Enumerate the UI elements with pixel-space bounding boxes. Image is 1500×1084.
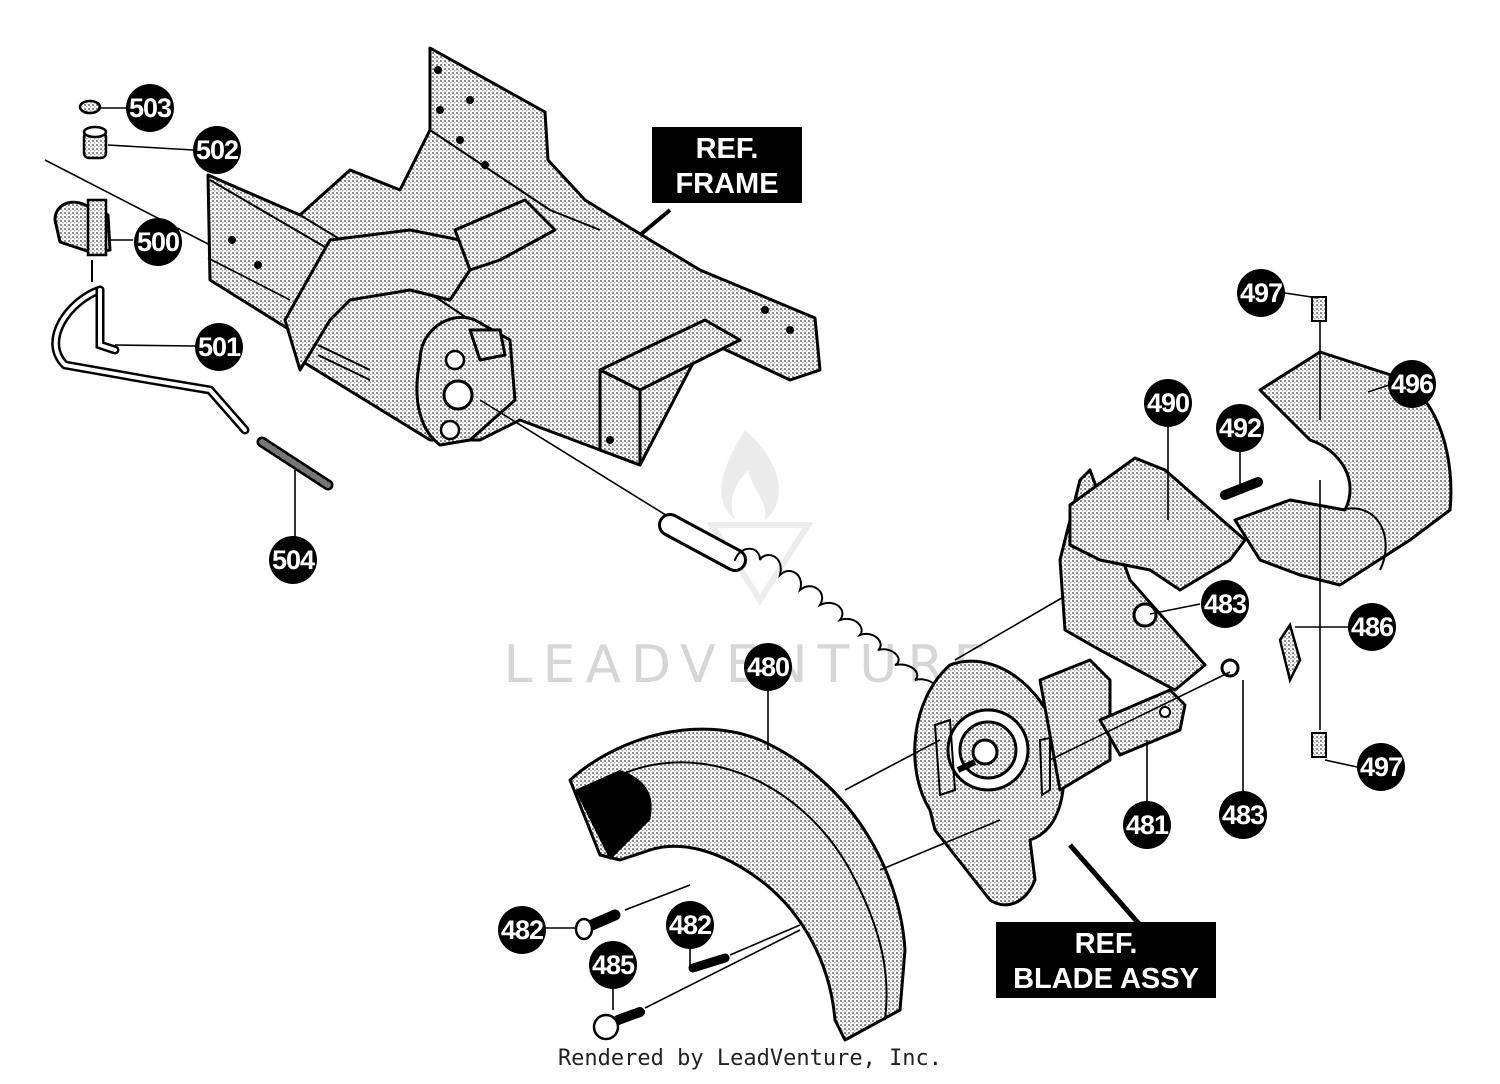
callout-482-left-label: 482: [501, 915, 543, 945]
callout-480: 480: [744, 643, 792, 691]
cover-parts: [1068, 296, 1453, 758]
callout-482-left: 482: [498, 906, 546, 954]
callout-490-label: 490: [1147, 388, 1189, 418]
callout-486: 486: [1348, 603, 1396, 651]
ref-blade-line2: BLADE ASSY: [1013, 963, 1199, 995]
callout-480-label: 480: [747, 652, 789, 682]
callout-483-lower: 483: [1219, 791, 1267, 839]
watermark-flame-icon: [706, 430, 814, 606]
callout-492-label: 492: [1219, 413, 1261, 443]
blade-guard-part: [568, 727, 1001, 1042]
callout-485-label: 485: [592, 950, 635, 980]
callout-497-top-label: 497: [1240, 278, 1282, 308]
ref-frame-part: [206, 46, 822, 531]
callout-496: 496: [1388, 360, 1436, 408]
ref-frame-line2: FRAME: [675, 168, 778, 200]
callout-500-label: 500: [137, 227, 179, 257]
callout-502-label: 502: [196, 135, 238, 165]
screws: [574, 884, 801, 1041]
callout-502: 502: [193, 126, 241, 174]
callout-503: 503: [126, 84, 174, 132]
ref-frame-label: REF. FRAME: [652, 127, 802, 203]
callout-504-label: 504: [272, 545, 315, 575]
callout-483-upper: 483: [1201, 580, 1249, 628]
leader-lines: [98, 107, 1393, 1010]
callout-496-label: 496: [1391, 369, 1434, 399]
spring-rod: [658, 513, 1111, 711]
callout-490: 490: [1144, 379, 1192, 427]
footer-credit: Rendered by LeadVenture, Inc.: [557, 1046, 943, 1071]
callout-497-bottom: 497: [1357, 743, 1405, 791]
callout-482-right: 482: [666, 901, 714, 949]
callout-483-upper-label: 483: [1204, 589, 1247, 619]
callout-500: 500: [134, 218, 182, 266]
callout-497-top: 497: [1237, 269, 1285, 317]
callout-497-bottom-label: 497: [1360, 752, 1402, 782]
ref-blade-label: REF. BLADE ASSY: [996, 922, 1216, 998]
callout-501-label: 501: [198, 332, 241, 362]
callout-501: 501: [195, 323, 243, 371]
lock-pin-assembly: [44, 99, 334, 491]
callout-481-label: 481: [1126, 810, 1169, 840]
callout-481: 481: [1123, 801, 1171, 849]
callout-504: 504: [269, 536, 317, 584]
ref-blade-line1: REF.: [1075, 928, 1138, 960]
callout-486-label: 486: [1351, 612, 1394, 642]
callout-483-lower-label: 483: [1222, 800, 1265, 830]
callout-492: 492: [1216, 404, 1264, 452]
callout-485: 485: [589, 941, 637, 989]
callout-503-label: 503: [129, 93, 172, 123]
callout-482-right-label: 482: [669, 910, 711, 940]
ref-frame-line1: REF.: [696, 133, 759, 165]
